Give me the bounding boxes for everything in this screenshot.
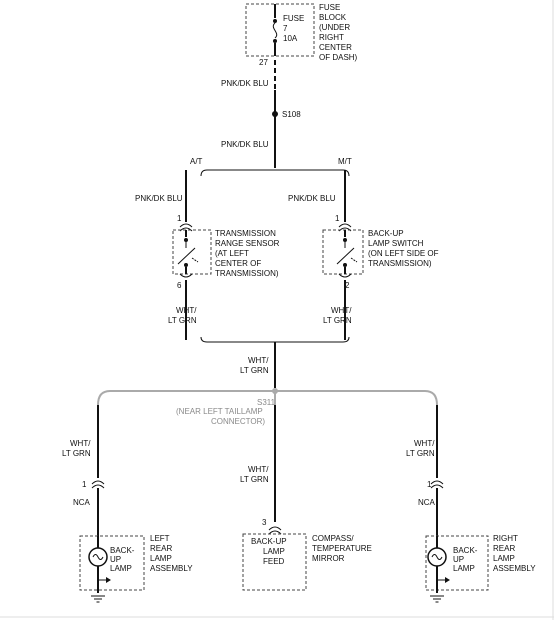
bus-pin-out: 2 <box>345 281 350 290</box>
trs-wire-label-out-1: WHT/ <box>176 306 197 315</box>
fuse-block-title: FUSE <box>319 3 340 12</box>
splice-s108-label: S108 <box>282 110 301 119</box>
trs-pin-in: 1 <box>177 214 182 223</box>
right-lamp-assembly: BACK- UP LAMP <box>425 535 489 603</box>
fuse-block-location-1: BLOCK <box>319 13 347 22</box>
fuse-block-outline <box>245 3 315 57</box>
fuse-icon <box>273 19 277 23</box>
trs-wire-label-out-2: LT GRN <box>168 316 197 325</box>
merge-wire-label-1: WHT/ <box>248 356 269 365</box>
mirror-pin: 3 <box>262 518 267 527</box>
left-lamp-inner-1: BACK- <box>110 546 135 555</box>
backup-switch-component <box>322 229 364 275</box>
fuse-pin: 27 <box>259 58 268 67</box>
right-lamp-outline <box>425 535 489 591</box>
right-lamp-inner-1: BACK- <box>453 546 478 555</box>
left-lamp-label-2: REAR <box>150 544 172 553</box>
mirror-component: BACK-UP LAMP FEED <box>242 533 307 591</box>
left-lamp-label-4: ASSEMBLY <box>150 564 193 573</box>
mirror-label-1: COMPASS/ <box>312 534 354 543</box>
wire-label-pnk-dk-blu-1: PNK/DK BLU <box>221 79 269 88</box>
trs-label-3: (AT LEFT <box>215 249 249 258</box>
right-lamp-label-2: REAR <box>493 544 515 553</box>
right-lamp-inner-2: UP <box>453 555 464 564</box>
center-wire-label-1: WHT/ <box>248 465 269 474</box>
backup-switch-outline <box>322 229 364 275</box>
fuse-block-location-5: OF DASH) <box>319 53 358 62</box>
right-wire-label-2: LT GRN <box>406 449 435 458</box>
left-lamp-nca: NCA <box>73 498 91 507</box>
merge-wire-label-2: LT GRN <box>240 366 269 375</box>
trs-label-4: CENTER OF <box>215 259 261 268</box>
right-lamp-label-4: ASSEMBLY <box>493 564 536 573</box>
left-lamp-label-1: LEFT <box>150 534 170 543</box>
left-lamp-pin: 1 <box>82 480 87 489</box>
bus-wire-label-in: PNK/DK BLU <box>288 194 336 203</box>
wire-label-pnk-dk-blu-2: PNK/DK BLU <box>221 140 269 149</box>
right-lamp-nca: NCA <box>418 498 436 507</box>
left-lamp-label-3: LAMP <box>150 554 172 563</box>
bus-wire-label-out-2: LT GRN <box>323 316 352 325</box>
right-wire-label-1: WHT/ <box>414 439 435 448</box>
trs-pin-out: 6 <box>177 281 182 290</box>
fuse-block: FUSE 7 10A FUSE BLOCK (UNDER RIGHT CENTE… <box>245 3 358 67</box>
mirror-outline <box>242 533 307 591</box>
trs-outline <box>172 229 212 275</box>
splice-s311-id: S311 <box>257 398 276 407</box>
right-lamp-label-1: RIGHT <box>493 534 518 543</box>
fuse-rating: 10A <box>283 34 298 43</box>
trs-switch-icon <box>184 238 188 242</box>
backup-switch-icon <box>343 238 347 242</box>
trs-wire-label-in: PNK/DK BLU <box>135 194 183 203</box>
branch-at-label: A/T <box>190 157 203 166</box>
bus-wire-label-out-1: WHT/ <box>331 306 352 315</box>
mirror-inner-1: BACK-UP <box>251 537 287 546</box>
center-wire-label-2: LT GRN <box>240 475 269 484</box>
fuse-block-location-3: RIGHT <box>319 33 344 42</box>
bus-label-3: (ON LEFT SIDE OF <box>368 249 439 258</box>
right-lamp-inner-3: LAMP <box>453 564 475 573</box>
left-lamp-inner-3: LAMP <box>110 564 132 573</box>
trs-label-2: RANGE SENSOR <box>215 239 280 248</box>
left-lamp-inner-2: UP <box>110 555 121 564</box>
fuse-number: 7 <box>283 24 288 33</box>
trs-label-1: TRANSMISSION <box>215 229 276 238</box>
bus-label-4: TRANSMISSION) <box>368 259 432 268</box>
bus-label-1: BACK-UP <box>368 229 404 238</box>
fuse-block-location-2: (UNDER <box>319 23 350 32</box>
right-lamp-pin: 1 <box>427 480 432 489</box>
bus-pin-in: 1 <box>335 214 340 223</box>
mirror-inner-3: FEED <box>263 557 285 566</box>
mirror-label-2: TEMPERATURE <box>312 544 372 553</box>
trs-label-5: TRANSMISSION) <box>215 269 279 278</box>
mirror-inner-2: LAMP <box>263 547 285 556</box>
left-lamp-outline <box>79 535 145 591</box>
fuse-label: FUSE <box>283 14 304 23</box>
bus-label-2: LAMP SWITCH <box>368 239 424 248</box>
left-wire-label-1: WHT/ <box>70 439 91 448</box>
left-wire-label-2: LT GRN <box>62 449 91 458</box>
splice-s311-location-2: CONNECTOR) <box>211 417 265 426</box>
fuse-block-location-4: CENTER <box>319 43 352 52</box>
splice-s311-location-1: (NEAR LEFT TAILLAMP <box>176 407 263 416</box>
mirror-label-3: MIRROR <box>312 554 345 563</box>
right-lamp-label-3: LAMP <box>493 554 515 563</box>
branch-mt-label: M/T <box>338 157 352 166</box>
trs-component <box>172 229 212 275</box>
left-lamp-assembly: BACK- UP LAMP <box>79 535 145 603</box>
splice-s108-dot <box>272 111 278 117</box>
